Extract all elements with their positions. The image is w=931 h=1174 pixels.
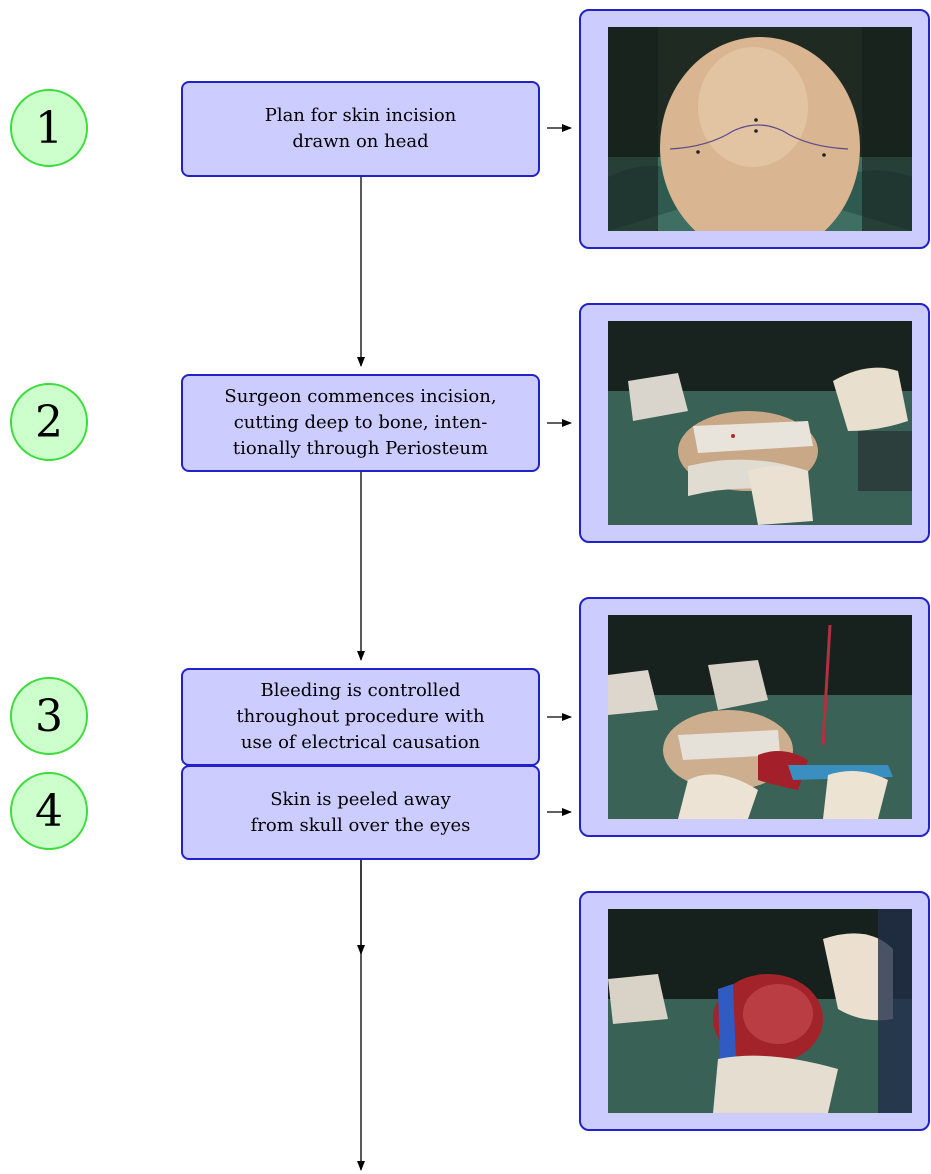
step-box-1: Plan for skin incision drawn on head xyxy=(181,81,540,177)
photo-frame-1 xyxy=(579,9,930,249)
step-box-4: Skin is peeled away from skull over the … xyxy=(181,765,540,860)
photo-bleeding-control xyxy=(608,615,912,819)
photo-incision-start xyxy=(608,321,912,525)
photo-frame-2 xyxy=(579,303,930,543)
step-number-circle-3: 3 xyxy=(10,677,88,755)
photo-skin-peeled xyxy=(608,909,912,1113)
step-box-3: Bleeding is controlled throughout proced… xyxy=(181,668,540,766)
photo-incision-plan xyxy=(608,27,912,231)
photo-frame-4 xyxy=(579,891,930,1131)
step-number-circle-2: 2 xyxy=(10,383,88,461)
step-number-circle-1: 1 xyxy=(10,89,88,167)
photo-frame-3 xyxy=(579,597,930,837)
step-box-2: Surgeon commences incision, cutting deep… xyxy=(181,374,540,472)
step-number-circle-4: 4 xyxy=(10,772,88,850)
